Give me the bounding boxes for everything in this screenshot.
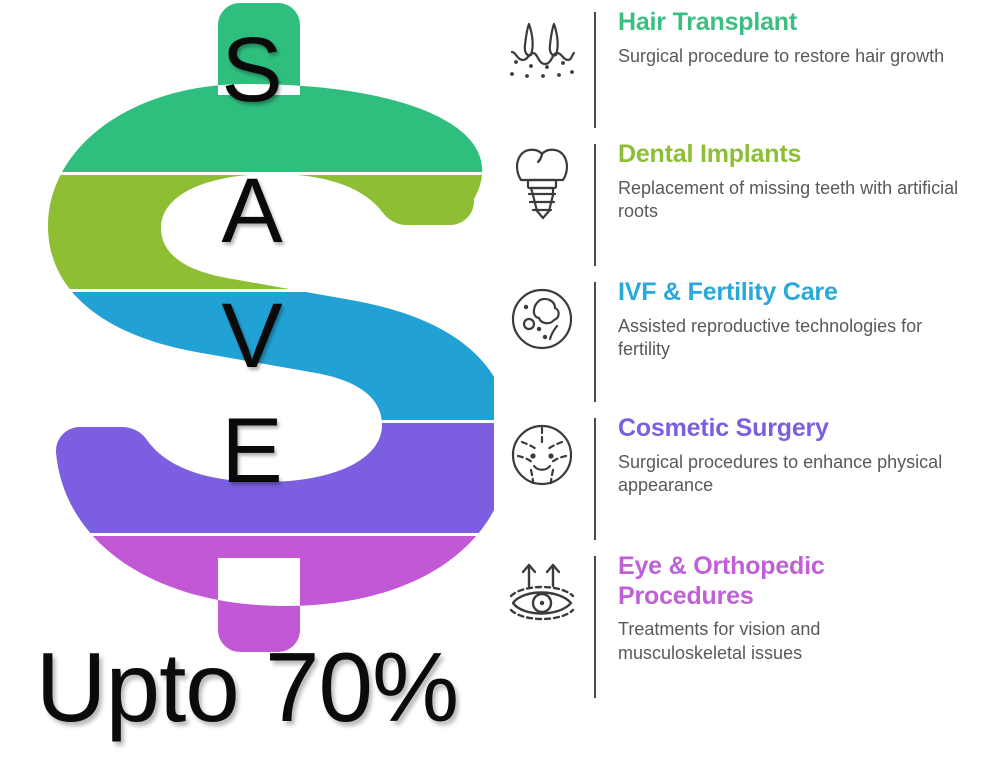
service-title: IVF & Fertility Care — [618, 278, 838, 306]
service-text: Dental Implants Replacement of missing t… — [618, 138, 986, 224]
eye-lift-icon — [500, 550, 584, 628]
service-title: Dental Implants — [618, 140, 802, 168]
service-item-eye-orthopedic-procedures[interactable]: Eye & Orthopedic Procedures Treatments f… — [500, 550, 986, 708]
service-description: Surgical procedure to restore hair growt… — [618, 45, 945, 66]
service-text: Hair Transplant Surgical procedure to re… — [618, 6, 986, 68]
service-description: Assisted reproductive technologies for f… — [618, 315, 923, 360]
dollar-color-bands — [48, 3, 494, 652]
service-title: Eye & Orthopedic Procedures — [618, 552, 825, 610]
service-text: IVF & Fertility Care Assisted reproducti… — [618, 276, 986, 362]
service-item-hair-transplant[interactable]: Hair Transplant Surgical procedure to re… — [500, 6, 986, 138]
service-divider — [594, 282, 596, 402]
service-divider — [594, 556, 596, 698]
service-text: Eye & Orthopedic Procedures Treatments f… — [618, 550, 986, 666]
ovum-cell-icon — [500, 276, 584, 354]
service-description: Replacement of missing teeth with artifi… — [618, 177, 959, 222]
services-list: Hair Transplant Surgical procedure to re… — [494, 0, 994, 760]
discount-headline: Upto 70% — [35, 632, 459, 742]
service-description: Surgical procedures to enhance physical … — [618, 451, 943, 496]
dental-implant-icon — [500, 138, 584, 222]
dollar-sign-graphic: S A V E — [0, 0, 494, 655]
hair-follicle-icon — [500, 6, 584, 84]
service-item-ivf-fertility-care[interactable]: IVF & Fertility Care Assisted reproducti… — [500, 276, 986, 412]
face-markings-icon — [500, 412, 584, 490]
service-text: Cosmetic Surgery Surgical procedures to … — [618, 412, 986, 498]
service-item-cosmetic-surgery[interactable]: Cosmetic Surgery Surgical procedures to … — [500, 412, 986, 550]
service-title: Hair Transplant — [618, 8, 797, 36]
service-item-dental-implants[interactable]: Dental Implants Replacement of missing t… — [500, 138, 986, 276]
service-divider — [594, 12, 596, 128]
service-description: Treatments for vision and musculoskeleta… — [618, 619, 821, 663]
save-graphic-panel: S A V E Upto 70% — [0, 0, 494, 760]
dollar-sign-icon — [48, 3, 494, 652]
service-title: Cosmetic Surgery — [618, 414, 829, 442]
service-divider — [594, 144, 596, 266]
service-divider — [594, 418, 596, 540]
